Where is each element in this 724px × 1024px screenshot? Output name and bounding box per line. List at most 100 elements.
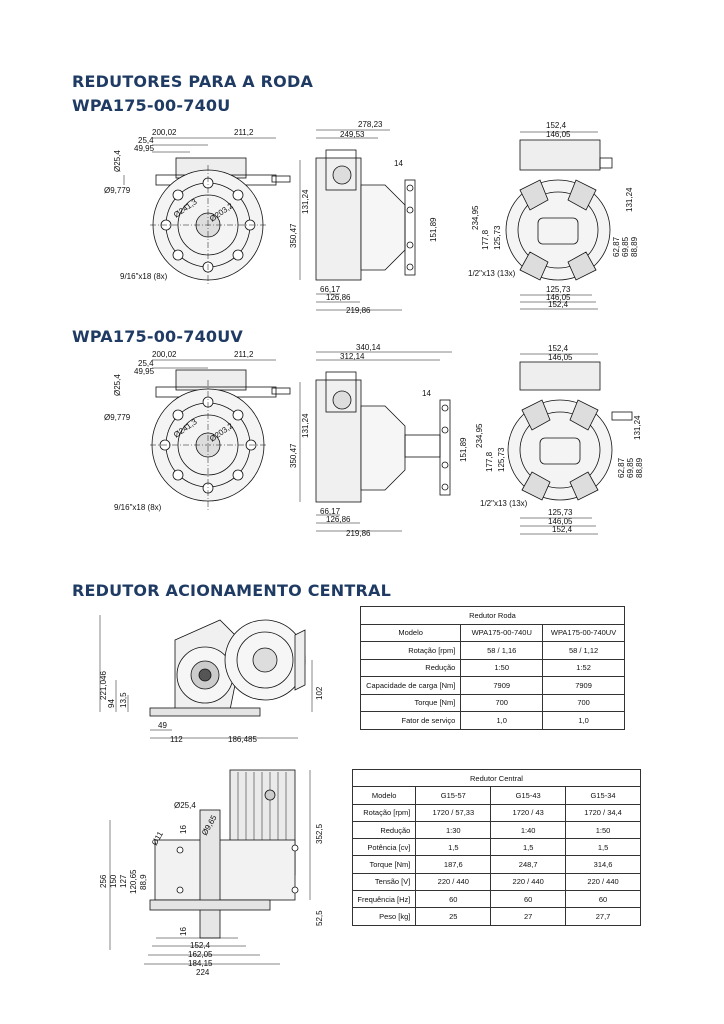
table-cell: Capacidade de carga [Nm] (359, 676, 462, 695)
drawing-wpa175-740u: 200,02 211,2 25,4 49,95 Ø25,4 Ø9,779 9/1… (104, 120, 639, 315)
dim-label: 184,15 (188, 959, 213, 968)
dim-label: 49,95 (134, 144, 155, 153)
table-cell: Fator de serviço (359, 711, 462, 730)
dim-label: 162,05 (188, 950, 213, 959)
table-row: Redução 1:50 1:52 (359, 658, 625, 677)
dim-label: 146,05 (546, 293, 571, 302)
table-row: Potência [cv] 1,5 1,5 1,5 (351, 838, 641, 857)
table-cell: 187,6 (415, 855, 492, 874)
table-row: Capacidade de carga [Nm] 7909 7909 (359, 676, 625, 695)
table-title: Redutor Roda (360, 606, 625, 625)
dim-label: 88,9 (139, 874, 148, 890)
dim-label: 1/2"x13 (13x) (468, 269, 516, 278)
table-cell: 248,7 (490, 855, 567, 874)
dim-label: 152,4 (548, 344, 569, 353)
table-row: Torque [Nm] 700 700 (359, 693, 625, 712)
section-title-central-drive: REDUTOR ACIONAMENTO CENTRAL (72, 581, 391, 600)
dim-label: Ø25,4 (113, 150, 122, 172)
table-cell: G15-34 (565, 786, 641, 805)
table-cell: WPA175-00-740UV (542, 623, 625, 642)
table-cell: G15-57 (415, 786, 492, 805)
dim-label: 219,86 (346, 529, 371, 538)
dim-label: 234,95 (471, 205, 480, 230)
dim-label: 350,47 (289, 223, 298, 248)
model-title-740u: WPA175-00-740U (72, 96, 231, 115)
table-row: Redução 1:30 1:40 1:50 (351, 820, 641, 840)
dim-label: 151,89 (459, 437, 468, 462)
dim-label: 152,4 (552, 525, 573, 534)
dim-label: 112 (170, 735, 183, 744)
table-cell: Frequência [Hz] (351, 890, 417, 909)
table-cell: 1720 / 57,33 (415, 803, 492, 822)
dim-label: 131,24 (625, 187, 634, 212)
drawing-central-drive-front: Ø25,4 Ø9,65 16 Ø11 352,5 256 150 127 120… (99, 769, 324, 977)
table-cell: 7909 (460, 676, 544, 695)
dim-label: 186,485 (228, 735, 257, 744)
dim-label: 177,8 (481, 229, 490, 250)
table-cell: Torque [Nm] (359, 693, 462, 712)
table-row: Peso [kg] 25 27 27,7 (351, 907, 641, 926)
dim-label: 278,23 (358, 120, 383, 129)
dim-label: 234,95 (475, 423, 484, 448)
dim-label: 125,73 (497, 447, 506, 472)
dim-label: 224 (196, 968, 210, 977)
dim-label: 9/16"x18 (8x) (114, 503, 162, 512)
table-row: Rotação [rpm] 58 / 1,16 58 / 1,12 (359, 641, 625, 660)
drawing-wpa175-740uv: 200,02 211,2 25,4 49,95 Ø25,4 Ø9,779 9/1… (104, 343, 644, 538)
dim-label: 152,4 (546, 121, 567, 130)
table-cell: 1:50 (460, 658, 544, 677)
table-cell: 314,6 (565, 855, 641, 874)
table-cell: 27 (490, 907, 567, 926)
dim-label: 52,5 (315, 910, 324, 926)
dim-label: 102 (315, 686, 324, 700)
dim-label: 9/16"x18 (8x) (120, 272, 168, 281)
dim-label: 221,046 (99, 671, 108, 700)
table-row: Torque [Nm] 187,6 248,7 314,6 (351, 855, 641, 874)
table-cell: 60 (490, 890, 567, 909)
dim-label: 88,89 (630, 236, 639, 257)
dim-label: 350,47 (289, 443, 298, 468)
dim-label: 152,4 (190, 941, 211, 950)
table-cell: 27,7 (565, 907, 641, 926)
table-cell: 1,0 (460, 711, 544, 730)
table-title: Redutor Central (352, 768, 641, 788)
dim-label: 62,87 (612, 236, 621, 257)
dim-label: 152,4 (548, 300, 569, 309)
table-cell: 1:40 (490, 820, 567, 840)
table-cell: 58 / 1,16 (460, 641, 544, 660)
table-cell: 1:30 (415, 820, 492, 840)
table-row: Rotação [rpm] 1720 / 57,33 1720 / 43 172… (351, 803, 641, 822)
table-cell: 1720 / 34,4 (565, 803, 641, 822)
table-cell: Redução (351, 820, 417, 840)
dim-label: 125,73 (493, 225, 502, 250)
dim-label: 177,8 (485, 451, 494, 472)
dim-label: 131,24 (633, 415, 642, 440)
table-cell: Modelo (351, 786, 417, 805)
table-cell: Rotação [rpm] (359, 641, 462, 660)
dim-label: 200,02 (152, 128, 177, 137)
dim-label: 219,86 (346, 306, 371, 315)
dim-label: 14 (394, 159, 403, 168)
table-cell: 1:50 (565, 820, 641, 840)
table-cell: 1,5 (565, 838, 641, 857)
dim-label: 16 (179, 825, 188, 834)
table-cell: WPA175-00-740U (460, 623, 544, 642)
dim-label: 16 (179, 927, 188, 936)
table-cell: 7909 (542, 676, 625, 695)
table-cell: Rotação [rpm] (351, 803, 417, 822)
dim-label: 125,73 (546, 285, 571, 294)
dim-label: 127 (119, 874, 128, 888)
table-cell: 60 (565, 890, 641, 909)
dim-label: Ø9,779 (104, 186, 131, 195)
dim-label: Ø25,4 (174, 801, 196, 810)
dim-label: 126,86 (326, 293, 351, 302)
table-header-row: Modelo WPA175-00-740U WPA175-00-740UV (359, 623, 625, 642)
table-cell: Peso [kg] (351, 907, 417, 926)
dim-label: 151,89 (429, 217, 438, 242)
table-cell: 700 (460, 693, 544, 712)
dim-label: 49,95 (134, 367, 155, 376)
drawing-central-drive-side: 221,046 94 13,5 49 112 186,485 102 (99, 615, 324, 744)
table-cell: Torque [Nm] (351, 855, 417, 874)
dim-label: 62,87 (617, 457, 626, 478)
dim-label: 340,14 (356, 343, 381, 352)
